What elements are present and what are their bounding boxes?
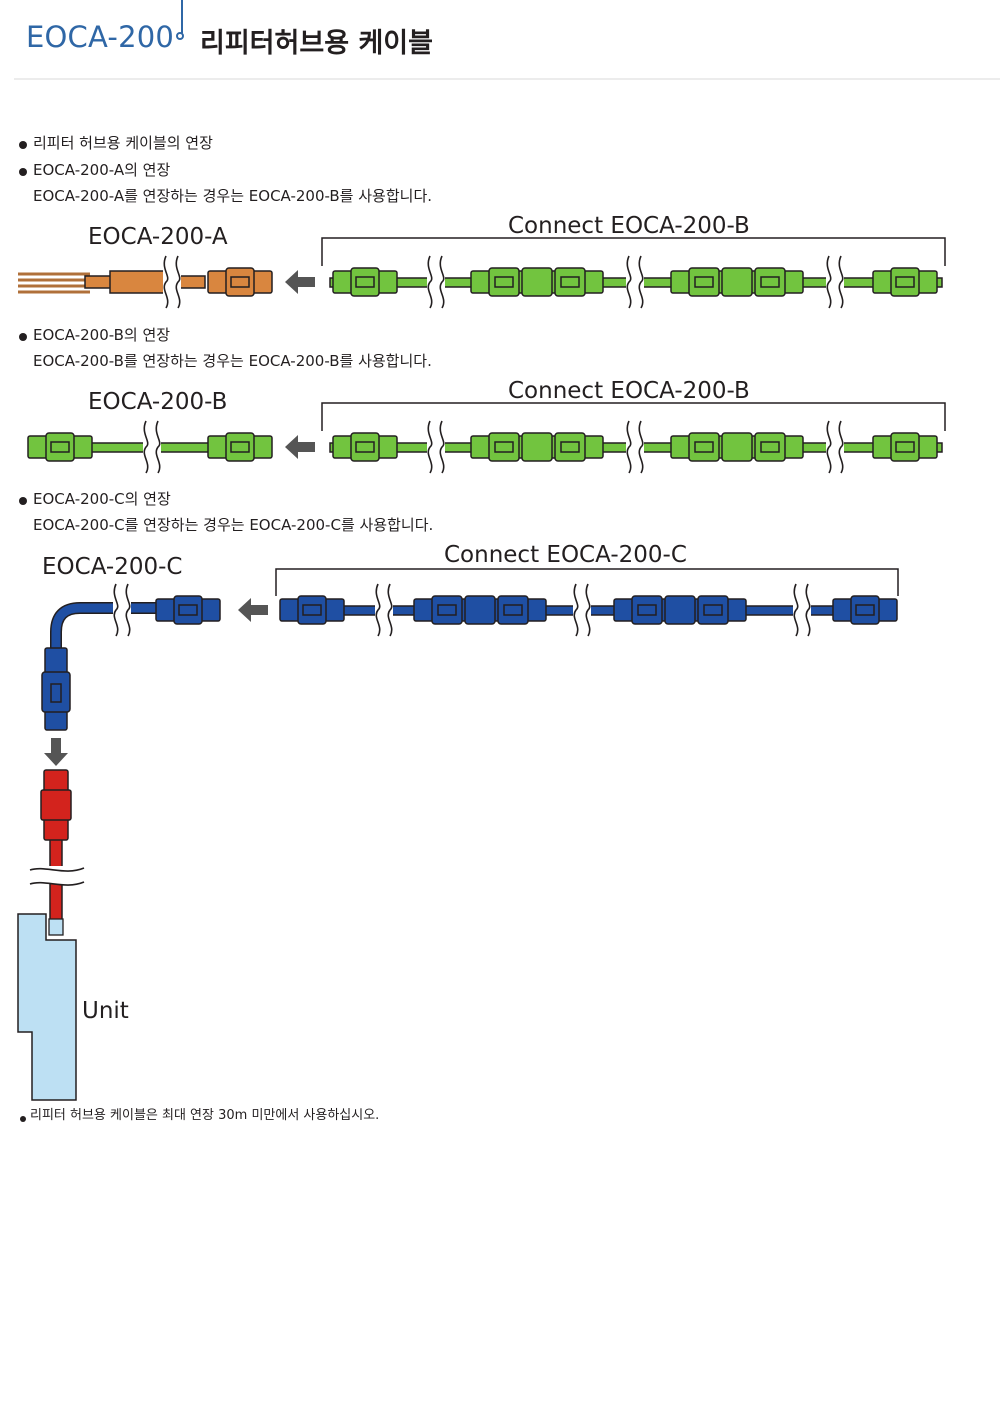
- row-b: EOCA-200-B Connect EOCA-200-B: [27, 378, 946, 474]
- section-c-heading: EOCA-200-C의 연장: [33, 490, 171, 508]
- connect-label-a: Connect EOCA-200-B: [508, 213, 750, 239]
- intro-text: 리피터 허브용 케이블의 연장: [33, 134, 213, 152]
- page-title: 리피터허브용 케이블: [200, 28, 433, 59]
- section-c-body: EOCA-200-C를 연장하는 경우는 EOCA-200-C를 사용합니다.: [33, 516, 434, 534]
- row-c: EOCA-200-C Connect EOCA-200-C: [17, 542, 899, 1101]
- header-divider-line: [181, 0, 183, 33]
- left-arrow-icon: [238, 598, 268, 622]
- connect-label-c: Connect EOCA-200-C: [444, 542, 687, 568]
- down-arrow-icon: [44, 738, 68, 766]
- unit-device: [17, 913, 77, 1101]
- section-a-body: EOCA-200-A를 연장하는 경우는 EOCA-200-B를 사용합니다.: [33, 187, 433, 205]
- header-divider-dot: [176, 32, 184, 40]
- section-a-heading: EOCA-200-A의 연장: [33, 161, 171, 179]
- section-b-heading: EOCA-200-B의 연장: [33, 326, 171, 344]
- section-b-body: EOCA-200-B를 연장하는 경우는 EOCA-200-B를 사용합니다.: [33, 352, 432, 370]
- product-code: EOCA-200: [26, 20, 175, 54]
- left-arrow-icon: [285, 435, 315, 459]
- cable-label-a: EOCA-200-A: [88, 224, 228, 250]
- unit-label: Unit: [82, 998, 129, 1024]
- bullet-icon: [19, 333, 27, 341]
- cable-label-c: EOCA-200-C: [42, 554, 182, 580]
- bullet-icon: [19, 168, 27, 176]
- connect-label-b: Connect EOCA-200-B: [508, 378, 750, 404]
- footnote: 리피터 허브용 케이블은 최대 연장 30m 미만에서 사용하십시오.: [30, 1108, 380, 1123]
- bullet-icon: [19, 141, 27, 149]
- bullet-icon: [19, 497, 27, 505]
- bullet-icon: [20, 1116, 26, 1122]
- header-rule: [14, 78, 1000, 80]
- row-a: EOCA-200-A Connect EOCA-200-B: [18, 213, 946, 309]
- cable-label-b: EOCA-200-B: [88, 389, 227, 415]
- left-arrow-icon: [285, 270, 315, 294]
